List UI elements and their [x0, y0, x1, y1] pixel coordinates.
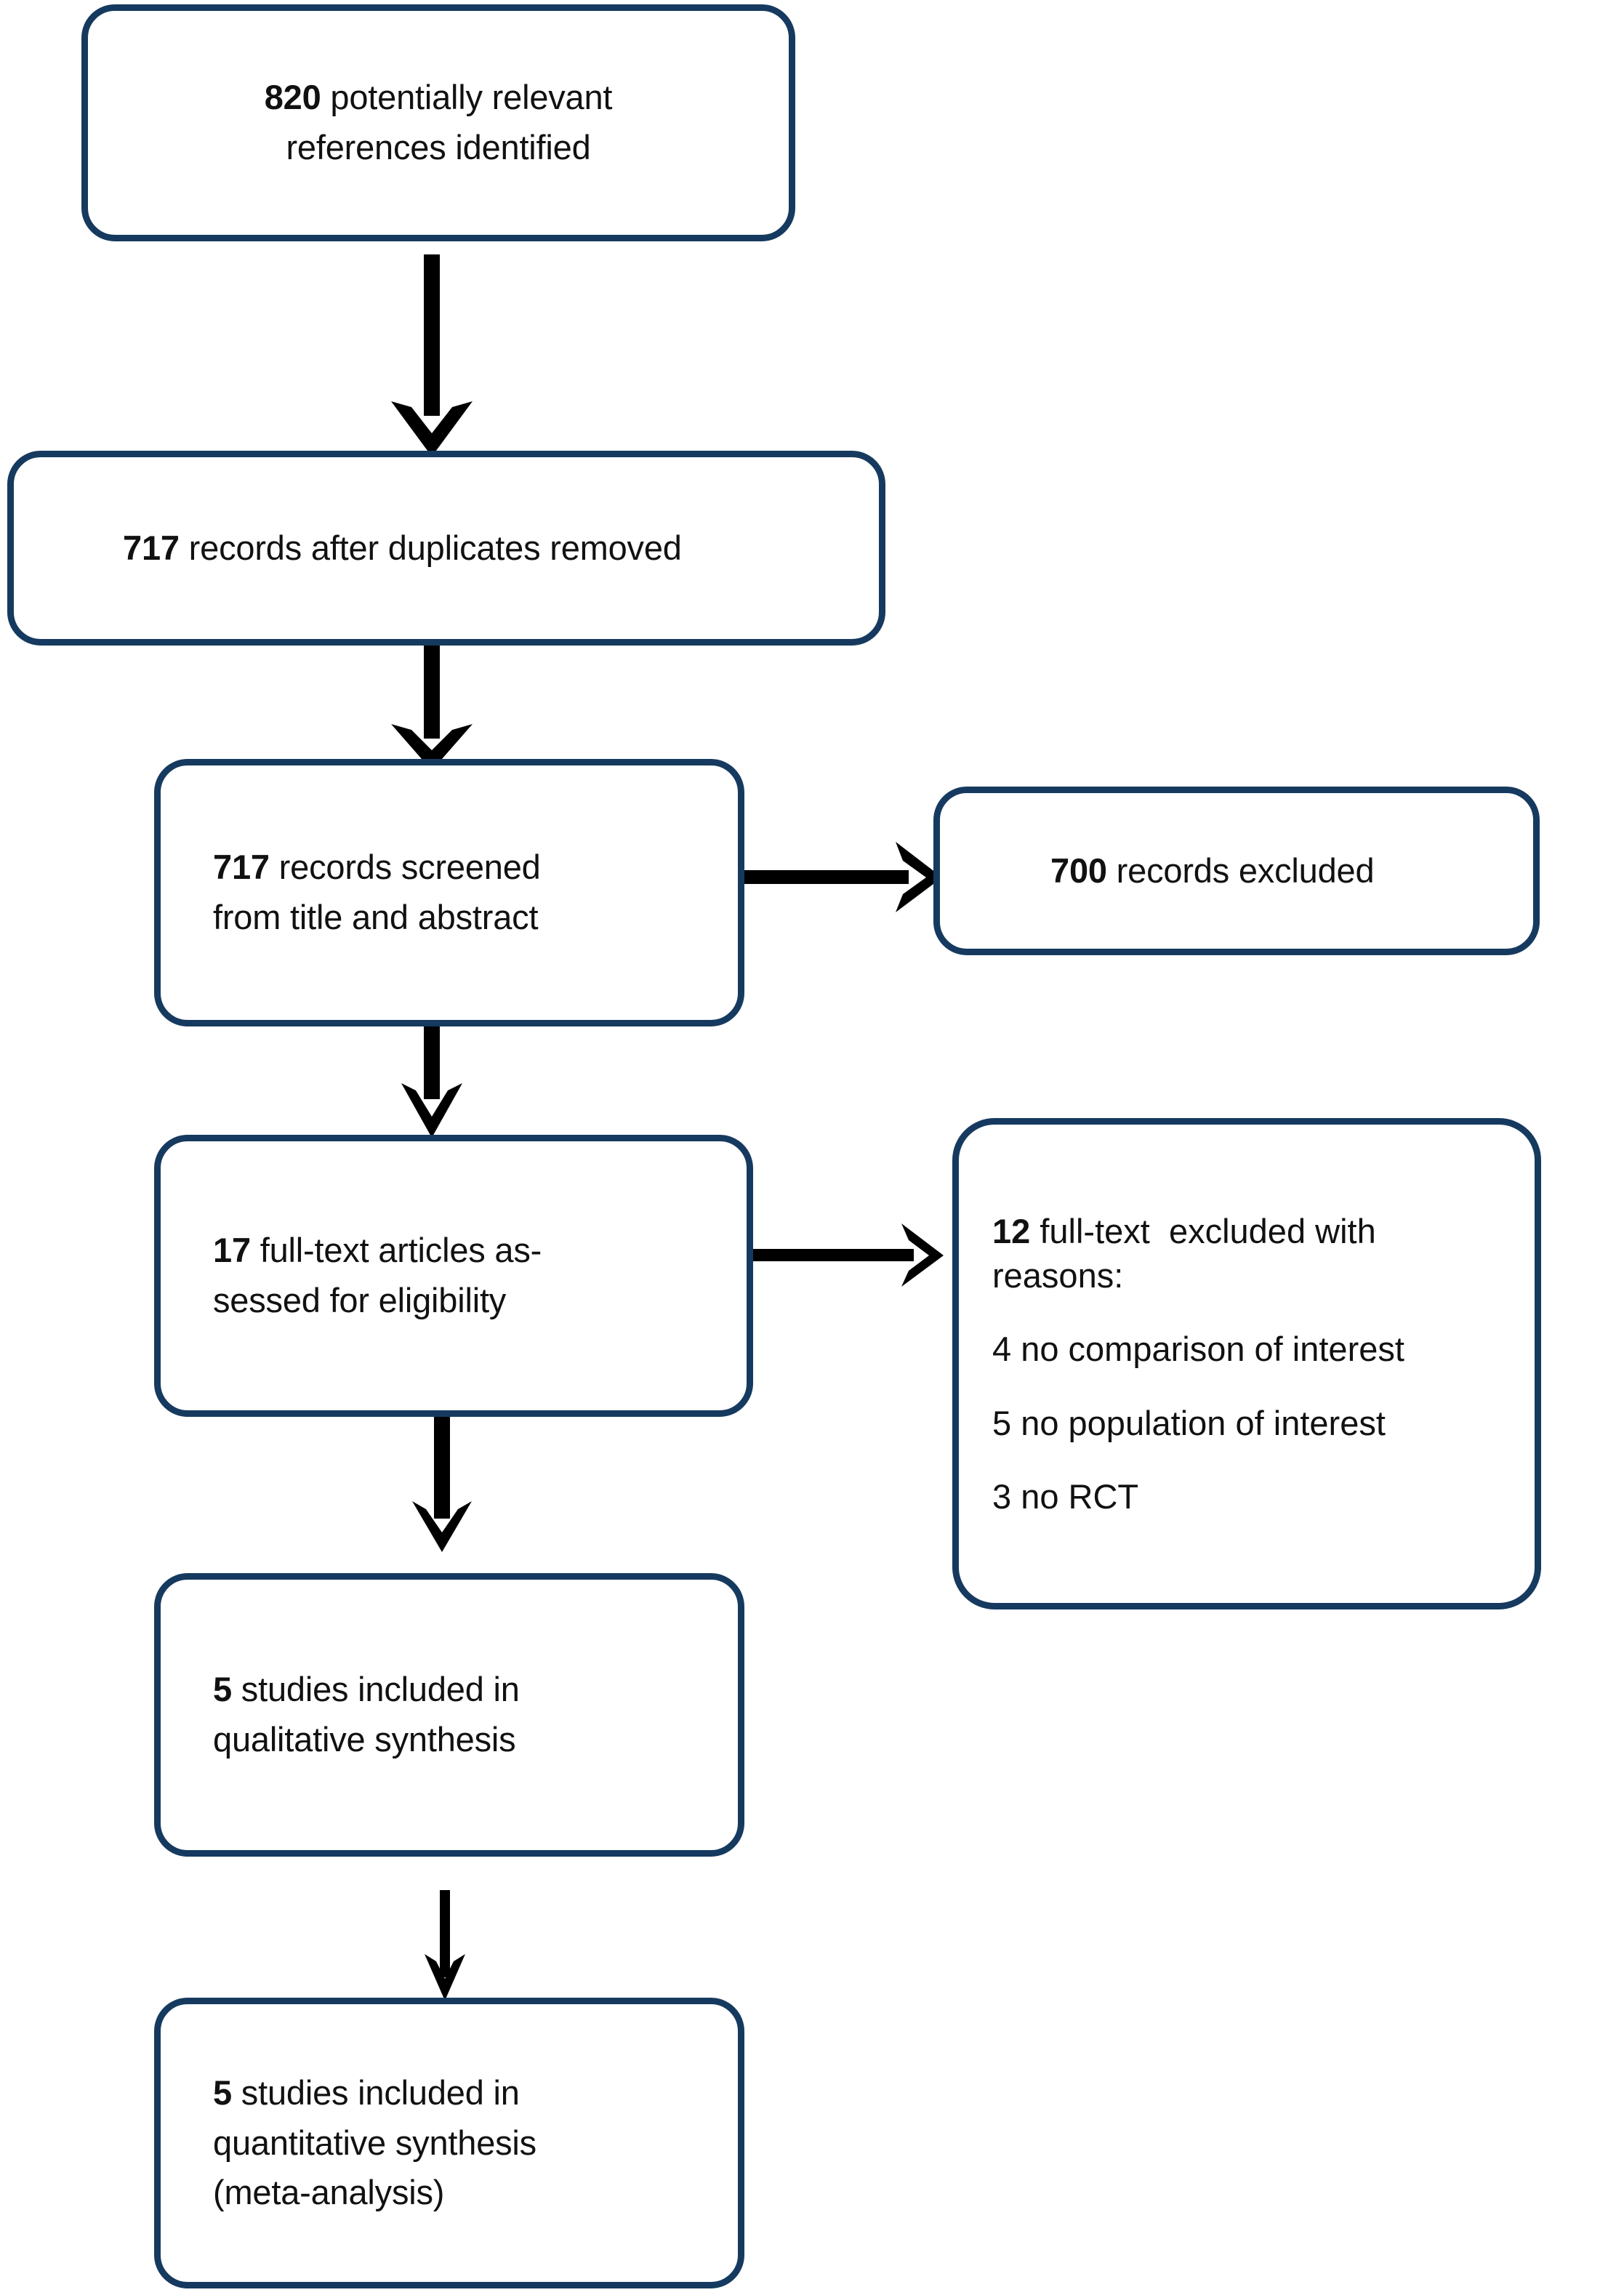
arrow-identified-to-deduplicated [391, 254, 473, 457]
node-deduplicated-count: 717 [123, 528, 180, 567]
node-screened-line1: records screened [269, 848, 541, 887]
node-screened: 717 records screened from title and abstr… [154, 759, 744, 1026]
node-quantitative-line2: quantitative synthesis [213, 2123, 536, 2162]
node-quantitative-text: 5 studies included in quantitative synthe… [161, 2068, 738, 2218]
node-identified-count: 820 [264, 78, 321, 117]
node-identified: 820 potentially relevant references ident… [81, 4, 795, 241]
reason-item-1: 4 no comparison of interest [992, 1330, 1404, 1369]
node-screened-text: 717 records screened from title and abstr… [161, 843, 738, 942]
node-quantitative-line3: (meta-analysis) [213, 2173, 445, 2212]
arrow-deduplicated-to-screened [391, 644, 473, 771]
reason-item-2: 5 no population of interest [992, 1403, 1386, 1442]
arrow-fulltext-assessed-to-fulltext-excluded [749, 1223, 944, 1287]
node-deduplicated-text: 717 records after duplicates removed [14, 523, 879, 574]
arrow-screened-to-records-excluded [739, 842, 942, 912]
node-fulltext-excluded-heading-rest: full-text excluded with [1030, 1212, 1376, 1251]
node-identified-text: 820 potentially relevant references ident… [88, 73, 789, 172]
node-quantitative-count: 5 [213, 2073, 232, 2113]
node-records-excluded-line1: records excluded [1106, 851, 1375, 890]
node-records-excluded: 700 records excluded [933, 787, 1540, 955]
reason-item-3: 3 no RCT [992, 1476, 1139, 1516]
node-screened-line2: from title and abstract [213, 898, 539, 936]
arrow-screened-to-fulltext-assessed [401, 1021, 462, 1138]
node-fulltext-assessed-count: 17 [213, 1231, 251, 1270]
node-records-excluded-count: 700 [1050, 851, 1107, 890]
node-qualitative-line1: studies included in [231, 1670, 520, 1709]
node-deduplicated: 717 records after duplicates removed [7, 451, 885, 646]
node-qualitative-line2: qualitative synthesis [213, 1720, 516, 1759]
node-fulltext-assessed: 17 full-text articles as-sessed for elig… [154, 1135, 753, 1417]
node-fulltext-assessed-line2: sessed for eligibility [213, 1281, 507, 1319]
node-identified-line2: references identified [286, 128, 591, 166]
node-fulltext-excluded-heading-line2: reasons: [992, 1256, 1124, 1295]
node-fulltext-excluded-count: 12 [992, 1212, 1031, 1251]
node-fulltext-assessed-text: 17 full-text articles as-sessed for elig… [161, 1226, 747, 1325]
node-qualitative-text: 5 studies included in qualitative synthes… [161, 1665, 738, 1764]
node-records-excluded-text: 700 records excluded [940, 846, 1533, 896]
node-deduplicated-line1: records after duplicates removed [179, 528, 682, 567]
node-qualitative-synthesis: 5 studies included in qualitative synthes… [154, 1573, 744, 1857]
node-fulltext-assessed-line1: full-text articles as- [250, 1231, 542, 1270]
node-fulltext-excluded-heading: 12 full-text excluded with reasons: [959, 1209, 1535, 1298]
node-identified-line1: potentially relevant [321, 78, 613, 117]
node-quantitative-synthesis: 5 studies included in quantitative synthe… [154, 1998, 744, 2288]
arrow-qualitative-to-quantitative [425, 1890, 465, 2001]
node-fulltext-excluded: 12 full-text excluded with reasons: 4 no … [952, 1118, 1541, 1609]
node-quantitative-line1: studies included in [231, 2073, 520, 2113]
node-qualitative-count: 5 [213, 1670, 232, 1709]
node-screened-count: 717 [213, 848, 270, 887]
arrow-fulltext-assessed-to-qualitative [412, 1414, 472, 1552]
